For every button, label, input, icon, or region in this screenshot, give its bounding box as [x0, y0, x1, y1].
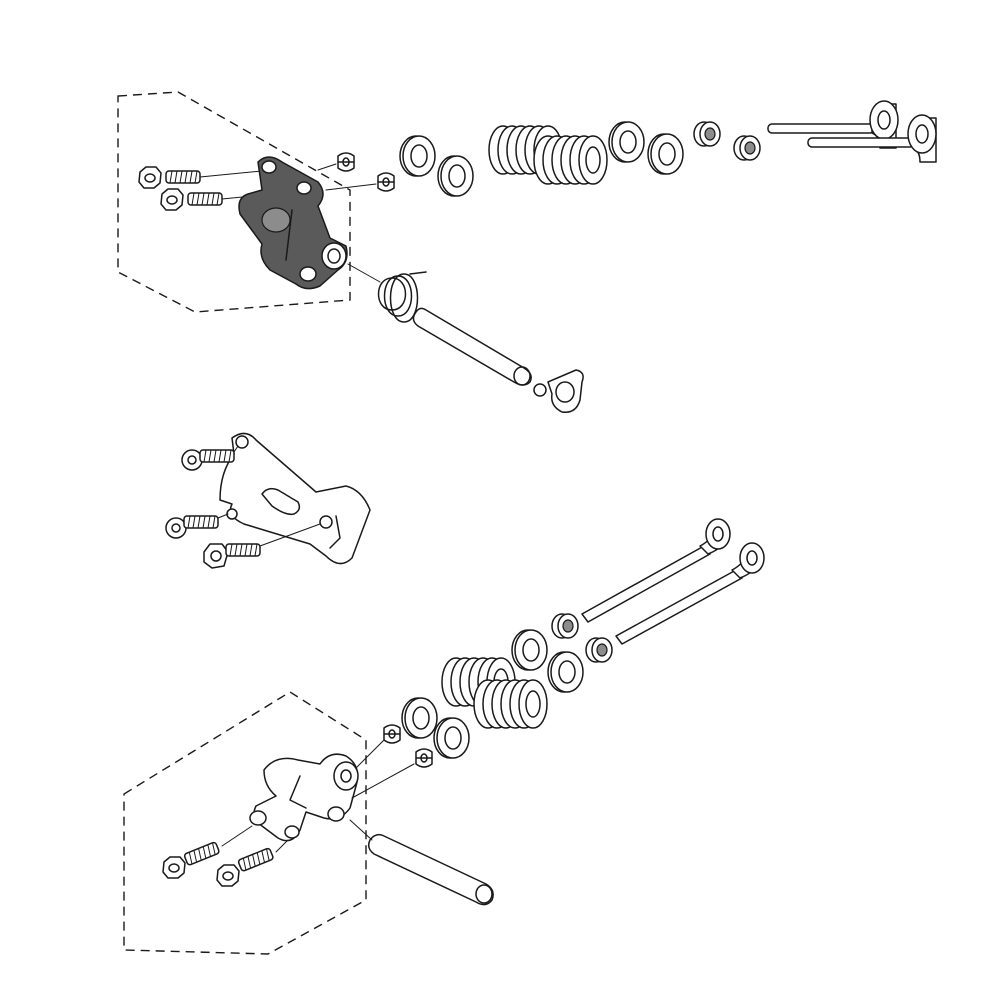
upper-retainer-1	[399, 135, 436, 177]
lower-valve-1	[581, 518, 731, 623]
bracket-bolt-3	[203, 523, 321, 569]
bracket-bolt-1	[181, 445, 239, 471]
bracket-bolt-2	[165, 513, 229, 539]
bracket-bolts	[165, 445, 321, 569]
upper-valve-seal-2	[733, 135, 761, 161]
lower-valve-seal-2	[585, 637, 613, 663]
bracket-slot	[261, 487, 301, 516]
upper-rocker-pivot-hole-1	[261, 160, 277, 174]
lower-stud-1	[183, 840, 221, 867]
upper-retainer-2	[437, 155, 474, 197]
lower-keeper-1	[383, 724, 401, 744]
lower-studs-and-nuts	[162, 825, 289, 887]
lower-seals-retainers-springs	[383, 613, 613, 768]
lower-assembly-boundary	[123, 691, 367, 955]
upper-shaft-lock-plate	[533, 369, 584, 413]
lower-retainer-2	[433, 717, 470, 759]
lower-rocker-arm	[249, 739, 415, 842]
lower-retainer-1	[401, 697, 438, 739]
upper-rocker-return-spring	[347, 263, 427, 323]
upper-rocker-arm-highlighted	[238, 156, 348, 290]
lower-valve-spring-2	[473, 679, 548, 729]
upper-valve-keepers	[317, 152, 395, 192]
lower-spring-seat-1	[511, 629, 548, 671]
lower-stud-2	[237, 846, 275, 873]
upper-valves	[767, 100, 937, 163]
upper-nut-2	[160, 188, 184, 211]
upper-valve-spring-2	[533, 135, 608, 185]
upper-spring-seat-1	[608, 121, 645, 163]
lower-rocker-shaft	[349, 819, 494, 906]
upper-nut-1	[138, 166, 162, 189]
upper-stud-2	[187, 192, 223, 206]
lower-valves	[581, 518, 765, 645]
upper-assembly-boundary	[117, 91, 351, 313]
lower-valve-2	[615, 542, 765, 645]
upper-spring-seat-2	[647, 133, 684, 175]
lower-valve-seal-1	[551, 613, 579, 639]
upper-valve-2	[807, 114, 937, 163]
lower-nut-1	[162, 856, 186, 879]
upper-keeper-2	[377, 172, 395, 192]
lower-keeper-2	[415, 748, 433, 768]
upper-rocker-pivot-hole-2	[296, 181, 312, 195]
upper-rocker-shaft-bore	[321, 242, 347, 270]
upper-rocker-shaft	[412, 307, 532, 386]
upper-valve-seal-1	[693, 121, 721, 147]
upper-keeper-1	[337, 152, 355, 172]
lower-nut-2	[216, 864, 240, 887]
lower-rocker-pivot-bore	[333, 761, 359, 791]
lower-spring-seat-2	[547, 651, 584, 693]
upper-valve-1	[767, 100, 899, 149]
upper-retainers-and-springs	[399, 121, 761, 197]
upper-stud-1	[165, 170, 201, 184]
